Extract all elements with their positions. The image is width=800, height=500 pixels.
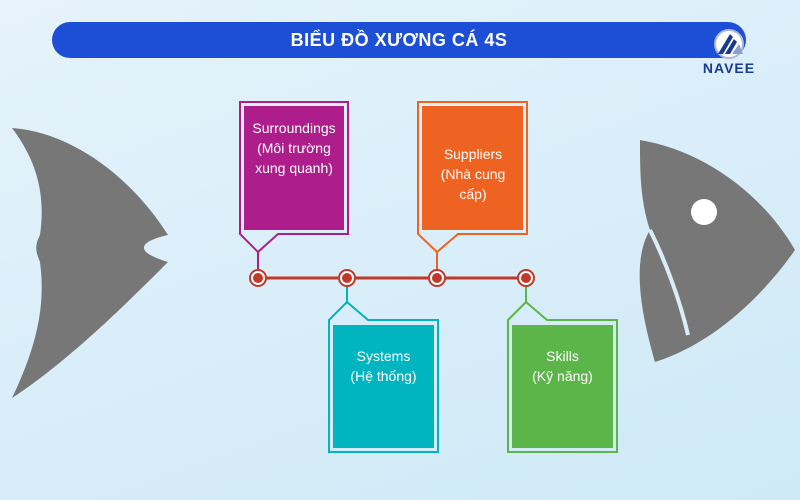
skills-label: Skills (Kỹ năng) [512, 325, 613, 407]
category-subtitle: (Kỹ năng) [532, 368, 593, 384]
fish-head-icon [639, 140, 795, 362]
category-subtitle: (Hệ thống) [350, 368, 417, 384]
logo-mark-icon [714, 29, 744, 59]
spine-node [428, 269, 446, 287]
navee-logo: NAVEE [694, 28, 764, 78]
spine-node [517, 269, 535, 287]
title-banner: BIỂU ĐỒ XƯƠNG CÁ 4S [52, 22, 746, 58]
skills-box [507, 286, 618, 453]
surroundings-box [239, 101, 349, 270]
suppliers-label: Suppliers (Nhà cung cấp) [436, 126, 510, 222]
category-title: Systems [356, 348, 411, 364]
fish-tail-icon [12, 128, 168, 398]
category-title: Skills [546, 348, 579, 364]
surroundings-label: Surroundings (Môi trường xung quanh) [244, 106, 344, 190]
systems-label: Systems (Hệ thống) [333, 325, 434, 407]
category-title: Suppliers [443, 146, 503, 162]
category-subtitle: (Nhà cung cấp) [440, 166, 506, 202]
category-title: Surroundings [252, 120, 336, 136]
systems-box [328, 286, 439, 453]
category-subtitle: (Môi trường xung quanh) [255, 140, 333, 176]
page-title: BIỂU ĐỒ XƯƠNG CÁ 4S [290, 29, 508, 50]
logo-text: NAVEE [702, 60, 756, 76]
spine-node [338, 269, 356, 287]
fish-eye-icon [691, 199, 717, 225]
suppliers-box [417, 101, 528, 270]
spine-node [249, 269, 267, 287]
